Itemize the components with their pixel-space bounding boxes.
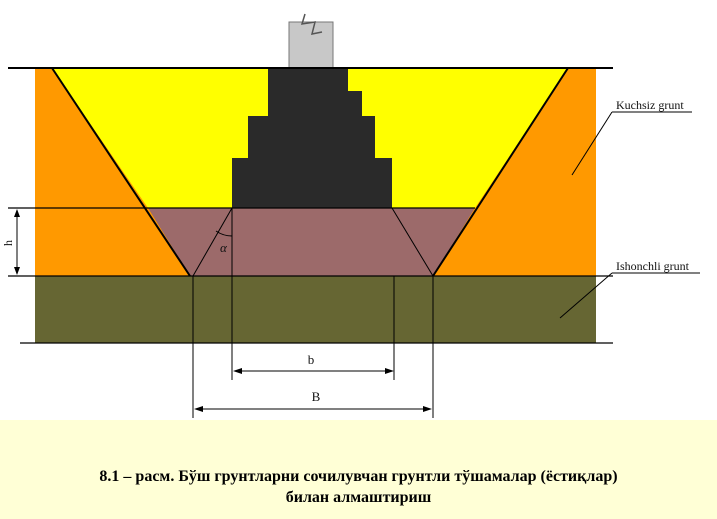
sand-cushion (148, 208, 475, 276)
B-arrow-left (194, 406, 203, 412)
angle-arc (215, 230, 233, 237)
reliable-soil-label: Ishonchli grunt (616, 259, 690, 273)
right-slope-line (432, 67, 569, 277)
b-arrow-left (233, 368, 242, 374)
weak-soil-label: Kuchsiz grunt (616, 98, 684, 112)
h-arrow-top (14, 209, 20, 217)
reliable-soil-layer (35, 276, 596, 343)
foundation-diagram: α h b B Kuchsiz grunt Ishonchli grunt (0, 0, 717, 420)
stepped-foundation (232, 68, 392, 208)
caption-line-2: билан алмаштириш (285, 489, 432, 506)
B-label: B (312, 389, 321, 404)
b-arrow-right (385, 368, 394, 374)
reliable-soil-leader (559, 272, 613, 319)
column (288, 21, 334, 69)
right-spread-line (391, 207, 434, 277)
caption-line-1: 8.1 – расм. Бўш грунтларни сочилувчан гр… (99, 468, 618, 485)
b-label: b (308, 352, 315, 367)
left-slope-line (51, 67, 191, 277)
figure-caption: 8.1 – расм. Бўш грунтларни сочилувчан гр… (0, 466, 717, 508)
column-break-mark (300, 13, 323, 35)
angle-label: α (220, 240, 228, 255)
h-label: h (1, 240, 15, 246)
h-arrow-bottom (14, 267, 20, 275)
weak-soil-leader (571, 111, 613, 176)
left-spread-line (192, 207, 233, 277)
B-arrow-right (423, 406, 432, 412)
